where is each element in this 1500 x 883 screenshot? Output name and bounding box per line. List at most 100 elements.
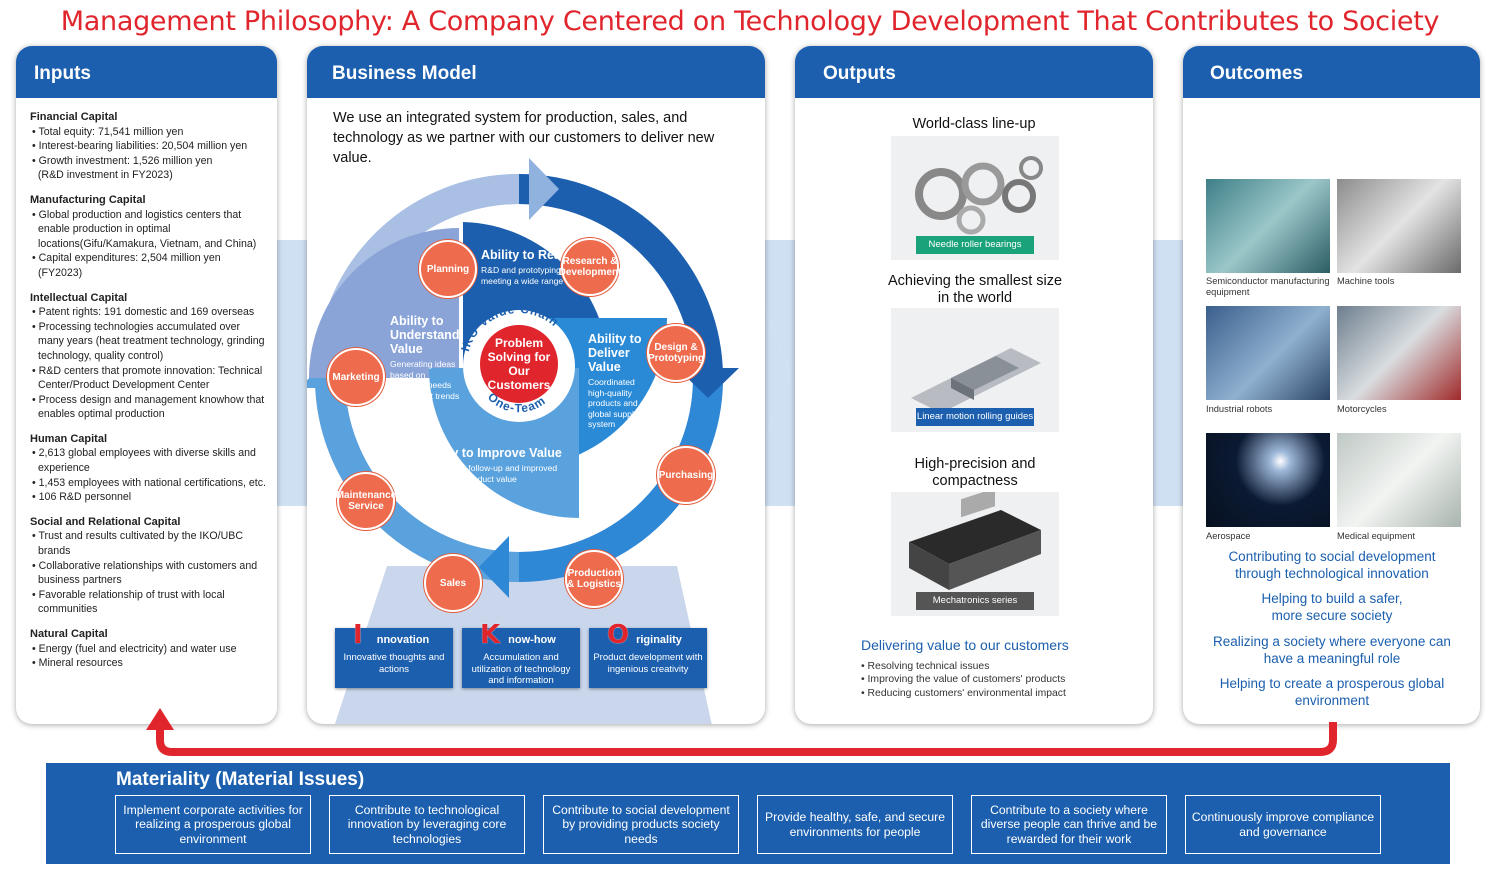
outcome-caption: Machine tools	[1337, 276, 1395, 286]
outcome-caption: Aerospace	[1206, 531, 1251, 541]
inputs-header: Inputs	[16, 46, 277, 98]
materiality-item: Implement corporate activities for reali…	[115, 795, 311, 854]
quadrant-deliver: Ability to Deliver Value Coordinated hig…	[588, 332, 645, 430]
node-design: Design & Prototyping	[647, 324, 705, 382]
outputs-body: World-class line-up Needle roller bearin…	[795, 98, 1153, 724]
capital-item: • Growth investment: 1,526 million yen	[30, 154, 267, 169]
materiality-item: Contribute to a society where diverse pe…	[971, 795, 1167, 854]
outcomes-header: Outcomes	[1183, 46, 1480, 98]
capital-title: Natural Capital	[30, 628, 108, 640]
capital-item: • Mineral resources	[30, 656, 267, 671]
feedback-arrow	[146, 708, 1337, 756]
bullet: •	[32, 393, 39, 406]
business-model-header: Business Model	[307, 46, 765, 98]
capital-title: Human Capital	[30, 432, 108, 445]
capital-item: • Process design and management knowhow …	[30, 393, 267, 422]
capital-item: • Capital expenditures: 2,504 million ye…	[30, 251, 267, 280]
node-marketing: Marketing	[327, 348, 385, 406]
materiality-panel: Materiality (Material Issues) Implement …	[46, 763, 1450, 864]
business-model-body: We use an integrated system for producti…	[307, 98, 765, 724]
mechatronics-illustration	[891, 492, 1059, 616]
business-model-intro: We use an integrated system for producti…	[333, 110, 715, 166]
iko-originality: O riginality Product development with in…	[589, 620, 707, 688]
capital-item: • Total equity: 71,541 million yen	[30, 125, 267, 140]
node-purchasing: Purchasing	[657, 446, 715, 504]
capital-item: • Global production and logistics center…	[30, 208, 267, 252]
capital-item-text: Process design and management knowhow th…	[38, 393, 265, 421]
bullet: •	[32, 364, 39, 377]
capital-item-text: Mineral resources	[38, 657, 123, 670]
capital-item-text: Energy (fuel and electricity) and water …	[38, 642, 237, 655]
page-title: Management Philosophy: A Company Centere…	[60, 6, 1440, 37]
outcomes-body: Semiconductor manufacturing equipment Ma…	[1183, 98, 1480, 724]
materiality-item: Continuously improve compliance and gove…	[1185, 795, 1381, 854]
inputs-card: Inputs Financial Capital • Total equity: …	[16, 46, 277, 724]
outcome-image-medical	[1337, 433, 1461, 527]
node-production: Production & Logistics	[565, 550, 623, 608]
capital-item-text: R&D centers that promote innovation: Tec…	[38, 364, 263, 392]
outcome-statement: Contributing to social development throu…	[1228, 549, 1436, 581]
product-title-1: World-class line-up	[912, 116, 1036, 132]
capital-item: • Processing technologies accumulated ov…	[30, 320, 267, 364]
capital-item: (R&D investment in FY2023)	[30, 168, 267, 183]
outcome-statement: Helping to build a safer, more secure so…	[1261, 591, 1403, 623]
capital-item-text: Capital expenditures: 2,504 million yen …	[38, 252, 221, 279]
capital-item-text: 1,453 employees with national certificat…	[38, 476, 266, 489]
outcome-statement: Realizing a society where everyone can h…	[1213, 634, 1451, 666]
outcome-image-machine-tools	[1337, 179, 1461, 273]
capital-item: • 106 R&D personnel	[30, 490, 267, 505]
product-label-mechatronics: Mechatronics series	[916, 592, 1034, 610]
bullet: •	[32, 140, 39, 153]
bullet: •	[32, 559, 39, 572]
capital-item: • R&D centers that promote innovation: T…	[30, 364, 267, 393]
capital-item-text: (R&D investment in FY2023)	[37, 169, 173, 182]
bullet: •	[32, 657, 39, 670]
capital-item: • Energy (fuel and electricity) and wate…	[30, 642, 267, 657]
capital-title: Financial Capital	[30, 111, 118, 123]
capital-item-text: 2,613 global employees with diverse skil…	[38, 447, 256, 475]
outcome-caption: Industrial robots	[1206, 404, 1273, 414]
outcome-caption: Medical equipment	[1337, 531, 1416, 541]
capital-title: Manufacturing Capital	[30, 193, 146, 206]
capital-title: Intellectual Capital	[30, 291, 128, 304]
node-planning: Planning	[419, 240, 477, 298]
outcome-image-robots	[1206, 306, 1330, 400]
capital-item-text: Interest-bearing liabilities: 20,504 mil…	[38, 140, 248, 153]
materiality-item: Contribute to technological innovation b…	[329, 795, 525, 854]
iko-knowhow: K now-how Accumulation and utilization o…	[462, 620, 580, 688]
value-item: • Improving the value of customers' prod…	[861, 674, 1066, 686]
value-item: • Resolving technical issues	[861, 661, 990, 672]
capital-item-text: Total equity: 71,541 million yen	[38, 125, 184, 138]
product-label-guides: Linear motion rolling guides	[916, 408, 1034, 426]
outcome-image-motorcycles	[1337, 306, 1461, 400]
outcome-caption: Motorcycles	[1337, 404, 1387, 414]
bullet: •	[32, 306, 39, 319]
capital-item: • Collaborative relationships with custo…	[30, 559, 267, 588]
capital-item: • Interest-bearing liabilities: 20,504 m…	[30, 139, 267, 154]
capital-item-text: Processing technologies accumulated over…	[38, 320, 265, 362]
materiality-item: Contribute to social development by prov…	[543, 795, 739, 854]
capital-item-text: Growth investment: 1,526 million yen	[38, 154, 213, 167]
bullet: •	[32, 588, 39, 601]
product-image-guides: Linear motion rolling guides	[891, 308, 1059, 432]
capital-item: • Patent rights: 191 domestic and 169 ov…	[30, 305, 267, 320]
capital-item-text: Patent rights: 191 domestic and 169 over…	[38, 306, 255, 319]
product-title-3: High-precision and compactness	[914, 456, 1036, 489]
bullet: •	[32, 447, 39, 460]
bullet: •	[32, 125, 39, 138]
capital-item-text: Favorable relationship of trust with loc…	[38, 588, 225, 616]
bullet: •	[32, 154, 39, 167]
outcome-statement: Helping to create a prosperous global en…	[1219, 676, 1445, 708]
value-list: • Resolving technical issues • Improving…	[861, 660, 1066, 700]
node-sales: Sales	[424, 554, 482, 612]
value-item: • Reducing customers' environmental impa…	[861, 687, 1066, 699]
bullet: •	[32, 252, 39, 265]
bullet: •	[32, 530, 39, 543]
materiality-item: Provide healthy, safe, and secure enviro…	[757, 795, 953, 854]
capital-item-text: Collaborative relationships with custome…	[38, 559, 258, 587]
node-maintenance: Maintenance Service	[336, 472, 396, 530]
business-model-card: Business Model We use an integrated syst…	[307, 46, 765, 724]
outputs-card: Outputs World-class line-up Needle rolle…	[795, 46, 1153, 724]
product-image-bearings: Needle roller bearings	[891, 136, 1059, 260]
capital-item: • 2,613 global employees with diverse sk…	[30, 446, 267, 475]
